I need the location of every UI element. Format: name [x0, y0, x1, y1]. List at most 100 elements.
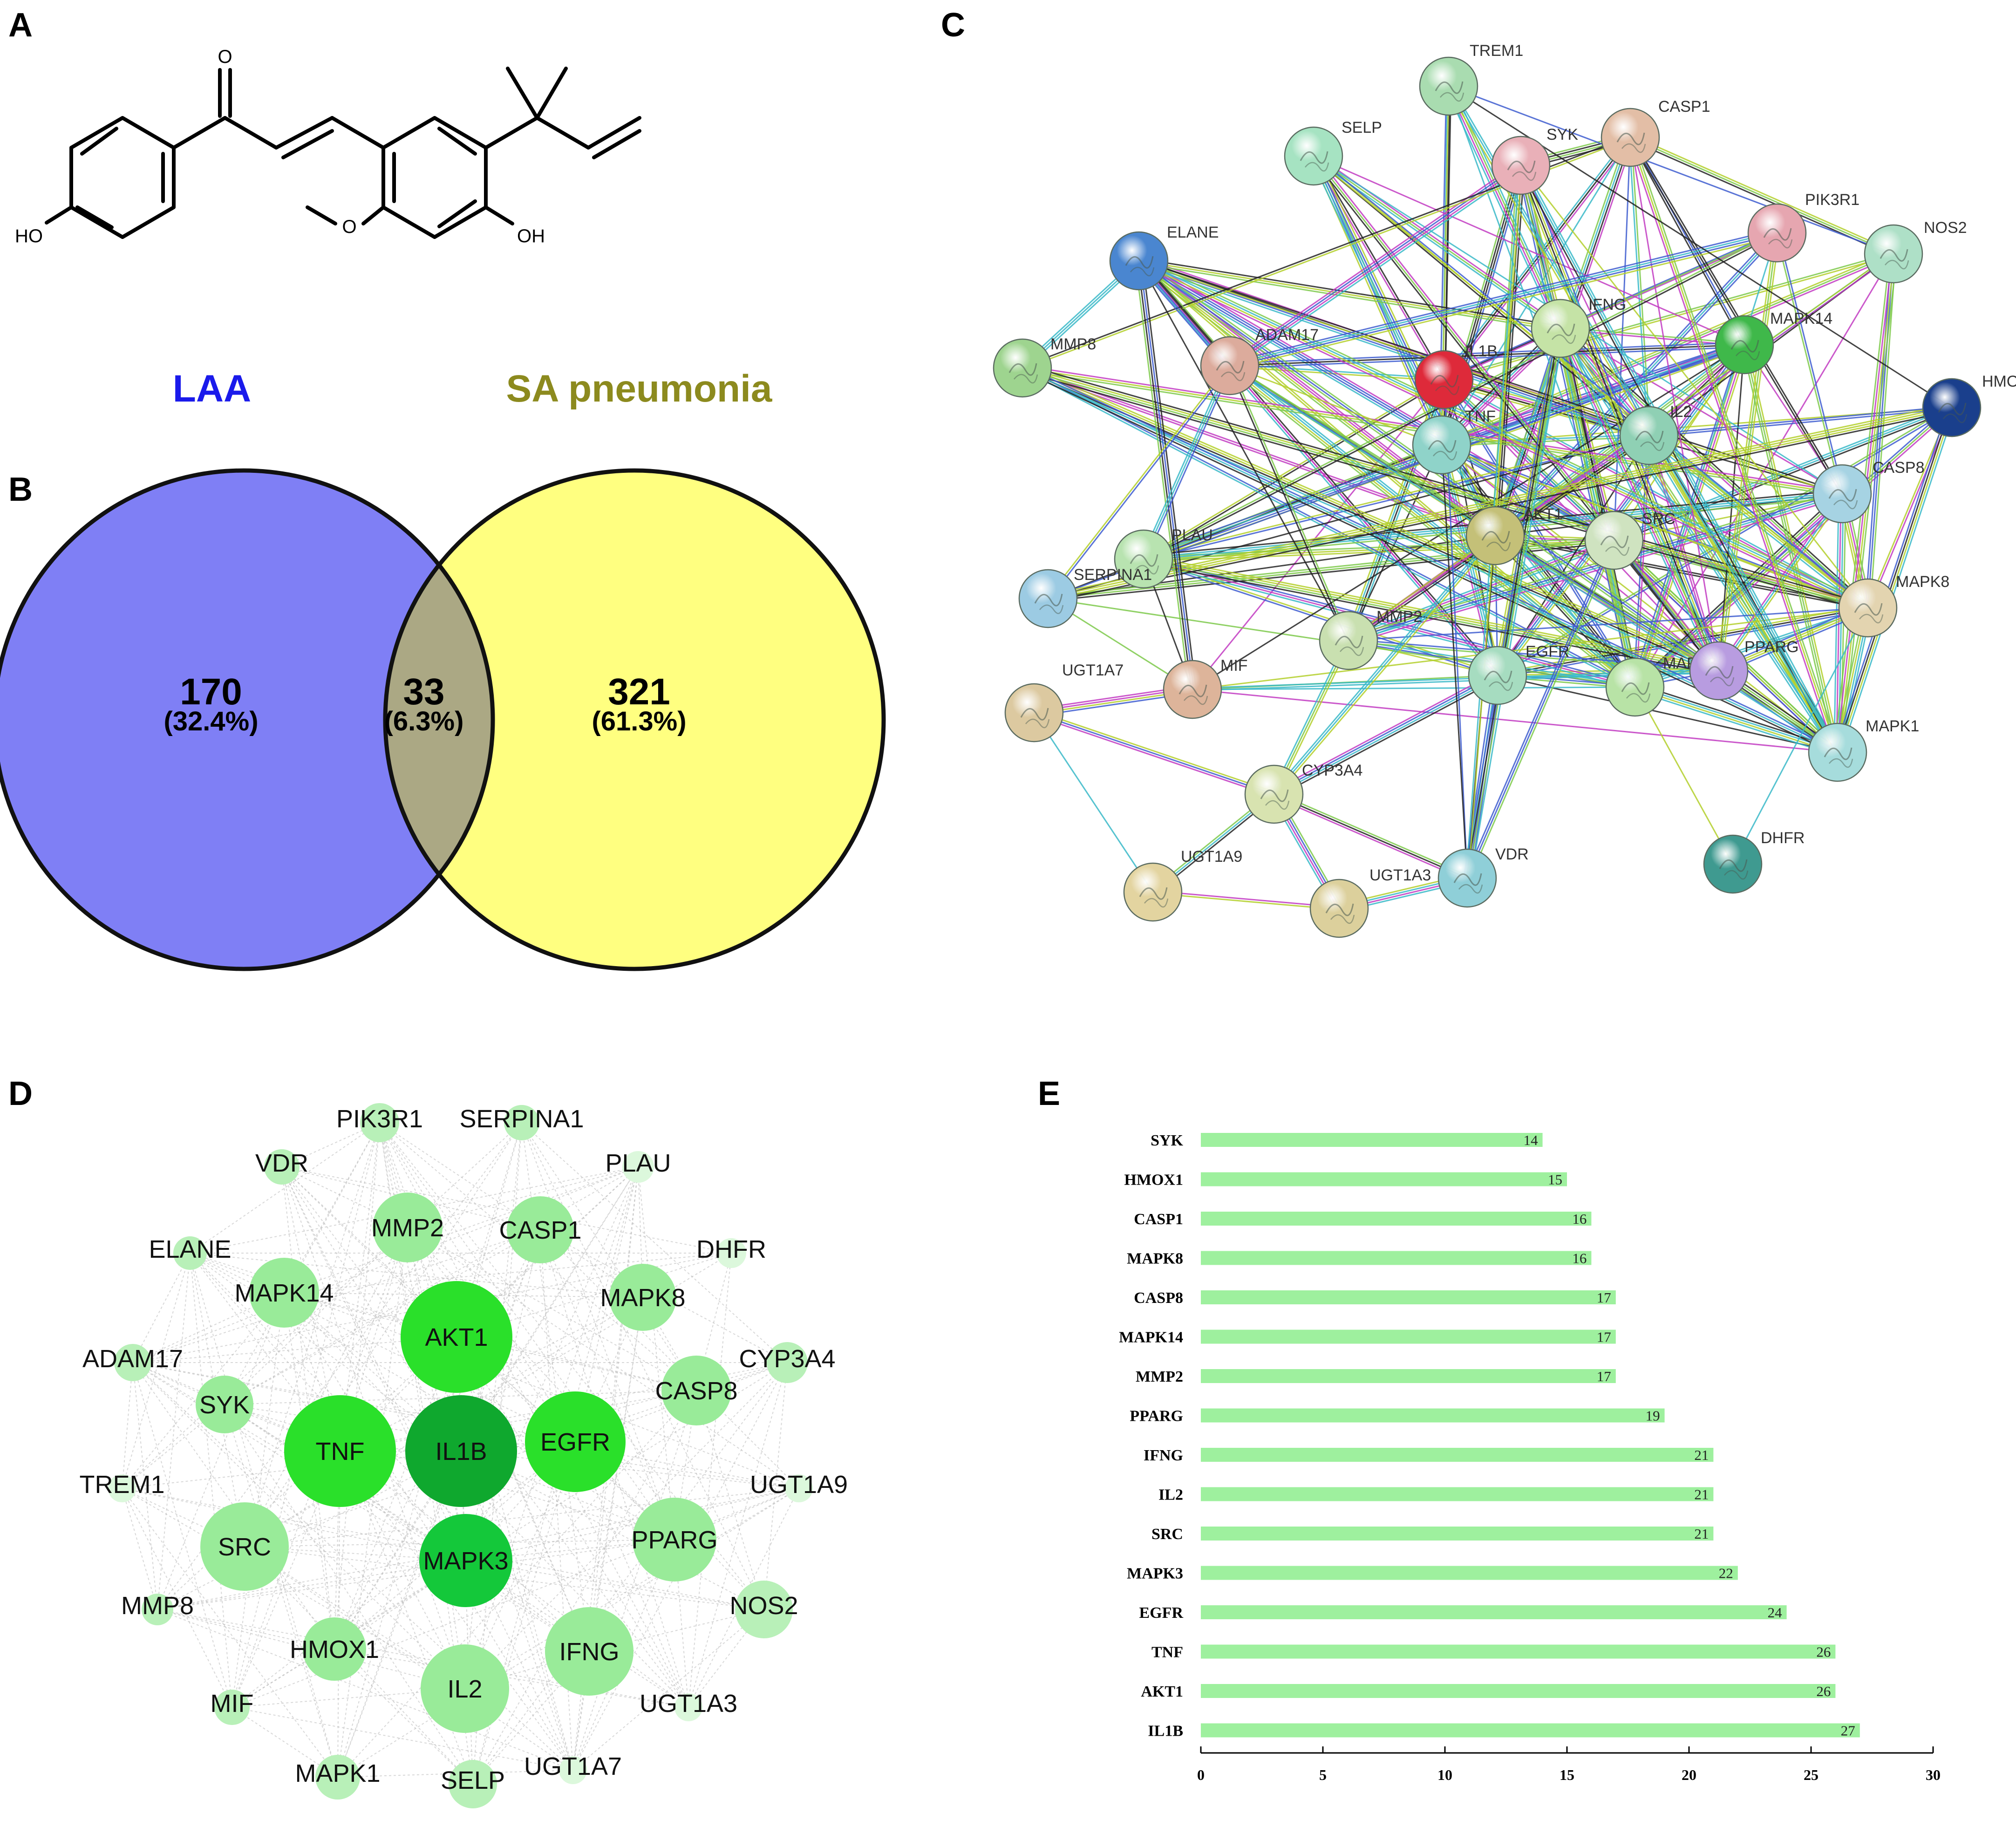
ppi-node-tnf[interactable]: TNF	[1412, 408, 1496, 475]
ppi-edge-hmox1-mapk1	[1833, 406, 1956, 754]
degree-node-plau[interactable]: PLAU	[605, 1149, 671, 1183]
ppi-node-ugt1a7[interactable]: UGT1A7	[1004, 661, 1124, 743]
ppi-edge-elane-mmp2	[1138, 260, 1349, 641]
ppi-node-mif[interactable]: MIF	[1163, 657, 1248, 719]
ppi-node-vdr[interactable]: VDR	[1437, 845, 1529, 908]
ppi-node-label-mapk1: MAPK1	[1866, 717, 1919, 735]
degree-edge-mapk14-mapk8	[284, 1292, 643, 1298]
bar-hmox1	[1201, 1172, 1567, 1186]
degree-node-egfr[interactable]: EGFR	[525, 1391, 626, 1492]
degree-node-label-akt1: AKT1	[425, 1323, 488, 1351]
ppi-node-selp[interactable]: SELP	[1284, 119, 1382, 186]
degree-edge-mmp8-ugt1a3	[157, 1609, 689, 1708]
ppi-node-label-tnf: TNF	[1465, 408, 1496, 425]
ppi-node-serpina1[interactable]: SERPINA1	[1018, 566, 1152, 628]
ppi-node-label-casp1: CASP1	[1658, 98, 1710, 116]
ppi-edge-adam17-mapk8	[1229, 365, 1868, 609]
degree-node-ugt1a9[interactable]: UGT1A9	[750, 1471, 848, 1502]
degree-edge-tnf-elane	[190, 1253, 341, 1452]
ppi-node-il2[interactable]: IL2	[1619, 403, 1692, 465]
degree-node-adam17[interactable]: ADAM17	[82, 1344, 183, 1381]
ppi-node-akt1[interactable]: AKT1	[1465, 505, 1563, 566]
degree-node-mapk1[interactable]: MAPK1	[295, 1755, 381, 1800]
ppi-node-adam17[interactable]: ADAM17	[1200, 326, 1319, 395]
ppi-node-ugt1a3[interactable]: UGT1A3	[1309, 866, 1431, 938]
ppi-node-mmp8[interactable]: MMP8	[993, 335, 1096, 398]
degree-node-trem1[interactable]: TREM1	[79, 1471, 165, 1502]
degree-node-cyp3a4[interactable]: CYP3A4	[739, 1342, 836, 1383]
degree-node-mapk14[interactable]: MAPK14	[234, 1258, 334, 1328]
panel-a-structure: A	[8, 7, 641, 246]
ppi-node-casp1[interactable]: CASP1	[1601, 98, 1710, 167]
bar-category-label-hmox1: HMOX1	[1124, 1172, 1183, 1189]
ppi-node-mmp2[interactable]: MMP2	[1319, 608, 1422, 670]
degree-edge-serpina1-trem1	[122, 1122, 522, 1489]
ppi-node-mapk14[interactable]: MAPK14	[1715, 310, 1832, 375]
degree-node-casp1[interactable]: CASP1	[499, 1196, 582, 1263]
degree-edge-ugt1a9-mif	[232, 1488, 799, 1708]
degree-node-ugt1a7[interactable]: UGT1A7	[524, 1752, 622, 1784]
degree-node-mmp8[interactable]: MMP8	[121, 1592, 194, 1625]
degree-edge-mapk14-dhfr	[284, 1253, 732, 1293]
degree-edge-ifng-plau	[589, 1166, 639, 1652]
degree-node-vdr[interactable]: VDR	[255, 1149, 308, 1185]
ppi-node-pik3r1[interactable]: PIK3R1	[1747, 191, 1859, 263]
degree-node-elane[interactable]: ELANE	[149, 1235, 232, 1270]
degree-node-src[interactable]: SRC	[200, 1502, 289, 1591]
degree-node-ugt1a3[interactable]: UGT1A3	[640, 1690, 737, 1721]
ppi-edges	[1020, 84, 1956, 913]
bar-value-label-src: 21	[1694, 1526, 1709, 1542]
degree-node-mapk3[interactable]: MAPK3	[419, 1514, 512, 1607]
degree-edge-serpina1-nos2	[521, 1122, 764, 1610]
bar-value-label-akt1: 26	[1816, 1683, 1831, 1699]
ppi-node-syk[interactable]: SYK	[1491, 126, 1578, 195]
degree-node-mif[interactable]: MIF	[211, 1690, 254, 1725]
degree-node-casp8[interactable]: CASP8	[655, 1356, 738, 1425]
degree-node-pik3r1[interactable]: PIK3R1	[336, 1103, 423, 1142]
ppi-node-trem1[interactable]: TREM1	[1419, 42, 1523, 116]
degree-node-mmp2[interactable]: MMP2	[371, 1193, 444, 1262]
bar-category-label-mapk14: MAPK14	[1119, 1329, 1183, 1346]
degree-edge-casp8-mapk1	[337, 1390, 697, 1778]
ppi-node-pparg[interactable]: PPARG	[1689, 638, 1799, 701]
ppi-node-label-ifng: IFNG	[1588, 296, 1626, 314]
degree-node-hmox1[interactable]: HMOX1	[290, 1617, 379, 1681]
ppi-node-mapk8[interactable]: MAPK8	[1838, 573, 1949, 638]
panel-d-degree-network: D UGT1A7SELPMAPK1UGT1A3MIFNOS2MMP8UGT1A9…	[8, 1075, 848, 1808]
degree-node-il2[interactable]: IL2	[421, 1644, 509, 1733]
degree-node-nos2[interactable]: NOS2	[729, 1581, 798, 1638]
bar-value-label-tnf: 26	[1816, 1644, 1831, 1660]
degree-node-serpina1[interactable]: SERPINA1	[459, 1105, 584, 1140]
degree-edge-akt1-pparg	[456, 1336, 675, 1540]
ppi-node-casp8[interactable]: CASP8	[1812, 459, 1925, 524]
ppi-edge-mapk8-nos2	[1865, 253, 1897, 608]
ppi-node-dhfr[interactable]: DHFR	[1703, 829, 1805, 894]
ppi-edge-mapk8-mmp2	[1348, 607, 1868, 641]
ppi-node-elane[interactable]: ELANE	[1109, 224, 1219, 291]
degree-node-akt1[interactable]: AKT1	[401, 1281, 512, 1393]
degree-edge-hmox1-ugt1a3	[334, 1649, 689, 1708]
ppi-node-cyp3a4[interactable]: CYP3A4	[1244, 762, 1362, 824]
ppi-node-il1b[interactable]: IL1B	[1414, 342, 1498, 409]
bar-ifng	[1201, 1448, 1714, 1462]
ppi-node-src[interactable]: SRC	[1584, 510, 1675, 570]
degree-node-tnf[interactable]: TNF	[284, 1395, 396, 1507]
ppi-edge-mapk8-syk	[1520, 165, 1869, 608]
degree-node-syk[interactable]: SYK	[196, 1376, 253, 1433]
degree-node-il1b[interactable]: IL1B	[405, 1395, 517, 1507]
degree-node-dhfr[interactable]: DHFR	[696, 1235, 766, 1268]
ppi-node-nos2[interactable]: NOS2	[1864, 219, 1967, 284]
degree-edge-elane-adam17	[132, 1253, 191, 1363]
ppi-node-mapk1[interactable]: MAPK1	[1808, 717, 1919, 782]
ppi-node-ugt1a9[interactable]: UGT1A9	[1123, 848, 1242, 922]
ppi-node-ifng[interactable]: IFNG	[1531, 296, 1626, 358]
ppi-node-hmox1[interactable]: HMOX1	[1922, 373, 2016, 437]
degree-node-selp[interactable]: SELP	[441, 1760, 505, 1808]
degree-node-ifng[interactable]: IFNG	[545, 1607, 633, 1696]
degree-node-pparg[interactable]: PPARG	[631, 1498, 718, 1582]
ppi-node-plau[interactable]: PLAU	[1114, 526, 1213, 589]
ppi-node-egfr[interactable]: EGFR	[1468, 643, 1569, 705]
degree-node-mapk8[interactable]: MAPK8	[600, 1264, 686, 1331]
